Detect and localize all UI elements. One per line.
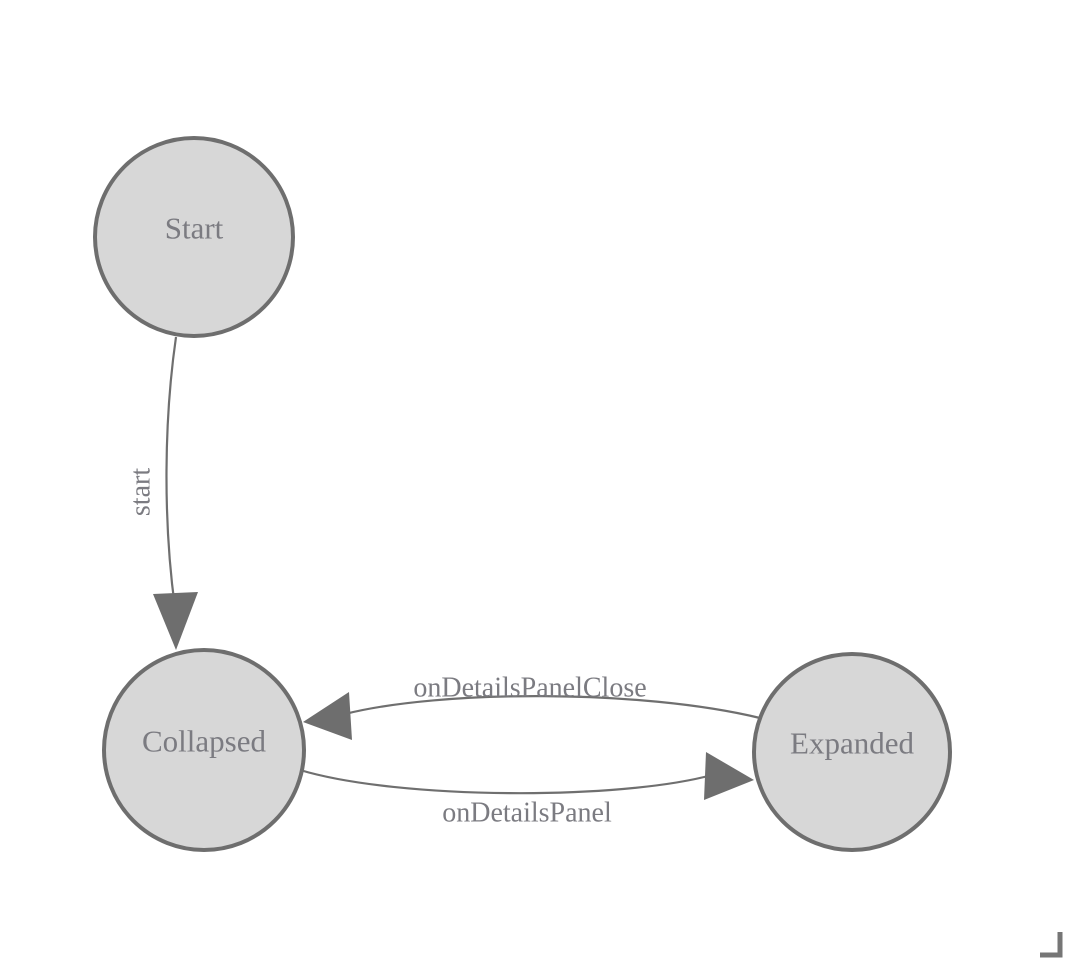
edge-expanded-to-collapsed-label: onDetailsPanelClose xyxy=(413,673,646,704)
edge-start-to-collapsed[interactable]: start xyxy=(126,336,199,650)
node-expanded-circle xyxy=(752,652,952,852)
node-start[interactable]: Start xyxy=(93,136,295,338)
corner-mark-path xyxy=(1040,932,1063,958)
edge-start-to-collapsed-path xyxy=(165,336,178,609)
node-expanded[interactable]: Expanded xyxy=(752,652,952,852)
edge-expanded-to-collapsed-path xyxy=(344,695,761,720)
node-expanded-label: Expanded xyxy=(790,726,914,761)
edge-start-to-collapsed-arrowhead xyxy=(153,592,198,650)
edge-collapsed-to-expanded[interactable]: onDetailsPanel xyxy=(299,752,754,829)
node-start-circle xyxy=(93,136,295,338)
edge-collapsed-to-expanded-label: onDetailsPanel xyxy=(442,798,612,829)
edge-start-to-collapsed-label: start xyxy=(126,468,157,516)
edge-expanded-to-collapsed-arrowhead xyxy=(303,692,352,740)
node-collapsed-circle xyxy=(102,648,306,852)
edge-collapsed-to-expanded-path xyxy=(299,768,713,795)
node-start-label: Start xyxy=(165,211,224,246)
node-collapsed-label: Collapsed xyxy=(142,724,266,759)
edge-expanded-to-collapsed[interactable]: onDetailsPanelClose xyxy=(303,673,761,741)
canvas-corner-mark xyxy=(1040,932,1063,958)
edge-collapsed-to-expanded-arrowhead xyxy=(704,752,754,800)
node-collapsed[interactable]: Collapsed xyxy=(102,648,306,852)
